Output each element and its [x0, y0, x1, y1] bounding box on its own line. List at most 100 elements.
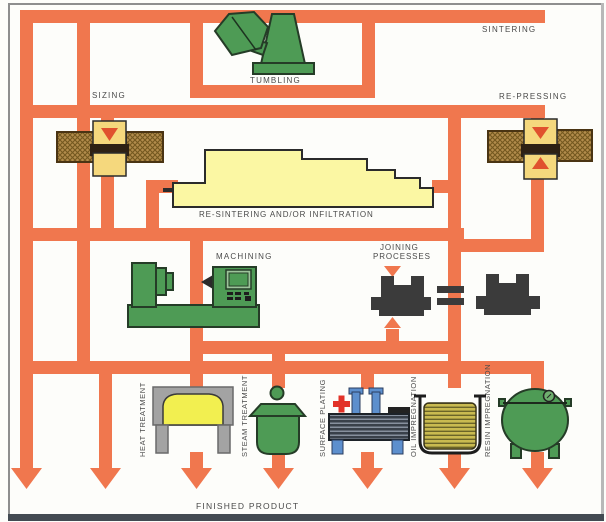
- label-re-pressing: RE-PRESSING: [499, 92, 568, 101]
- repressing-die-icon: [487, 118, 593, 180]
- flow-line-surface-arrow-shaft: [361, 452, 374, 470]
- label-sizing: SIZING: [92, 91, 126, 100]
- minus-symbol: [388, 407, 410, 414]
- tumbler-drum-seam: [231, 16, 257, 51]
- down-arrow-2: [90, 468, 121, 489]
- repressing-block-right: [554, 129, 593, 162]
- plating-tank: [328, 413, 410, 441]
- heat-furnace-leg-left: [155, 424, 169, 454]
- down-arrow-1: [11, 468, 42, 489]
- tumbler-base: [252, 62, 315, 75]
- joining-in-triangle: [384, 266, 401, 277]
- pot-body: [256, 415, 300, 455]
- sizing-block-left: [56, 131, 95, 163]
- border-right: [601, 3, 604, 517]
- joining-left-body: [381, 285, 424, 297]
- flow-line-distribution: [22, 361, 544, 374]
- plating-leg-left: [331, 439, 344, 455]
- label-finished-product: FINISHED PRODUCT: [196, 501, 300, 511]
- flow-line-repressing-jog: [448, 239, 544, 252]
- joining-right-body: [486, 283, 529, 296]
- down-arrow-steam: [263, 468, 294, 489]
- lathe-screen: [228, 272, 249, 287]
- resintering-furnace-icon: [163, 149, 434, 208]
- oil-impregnation-icon: [414, 394, 486, 455]
- joining-parts-icon: [371, 274, 540, 316]
- joining-left-ear-b: [411, 276, 424, 287]
- heat-furnace-leg-right: [217, 424, 231, 454]
- flow-line-tumbling-right: [362, 10, 375, 98]
- surface-plating-icon: [328, 387, 410, 455]
- oil-liquid: [423, 402, 477, 450]
- equals-bar-top: [437, 286, 464, 293]
- sizing-block-right: [125, 131, 164, 163]
- plating-leg-right: [391, 439, 404, 455]
- label-joining-line1: JOINING: [380, 243, 419, 252]
- oil-tank-outline: [418, 396, 482, 455]
- label-joining-line2: PROCESSES: [373, 252, 431, 261]
- joining-left-slab: [371, 297, 431, 310]
- pot-lid: [247, 403, 308, 417]
- lathe-buttons: [227, 292, 251, 301]
- sizing-die-icon: [56, 120, 164, 177]
- joining-right-ear-a: [486, 274, 499, 285]
- border-left: [8, 3, 10, 516]
- tumbler-drum: [213, 10, 270, 57]
- flow-line-machining-connector: [190, 341, 461, 354]
- flow-line-surface-stub: [361, 361, 374, 389]
- furnace-body: [172, 149, 434, 208]
- joining-right-slab: [476, 296, 540, 309]
- joining-left-foot: [379, 310, 424, 316]
- flow-line-resin-arrow-shaft: [531, 452, 544, 470]
- lathe-bed: [127, 304, 260, 328]
- flow-line-return: [22, 228, 464, 241]
- heat-treatment-icon: [152, 386, 234, 454]
- label-steam-treatment: STEAM TREATMENT: [240, 374, 249, 457]
- plus-symbol-v: [338, 395, 345, 413]
- label-oil-impregnation: OIL IMPREGNATION: [409, 376, 418, 457]
- flow-line-furnace-feed-v: [146, 180, 159, 241]
- flow-line-heat-arrow-shaft: [190, 452, 203, 470]
- resin-gauge-needle: [546, 393, 552, 399]
- furnace-tray-left: [163, 188, 177, 192]
- flow-line-arrow2-shaft: [99, 366, 112, 468]
- tumbling-machine-icon: [213, 10, 315, 75]
- down-arrow-heat: [181, 468, 212, 489]
- label-heat-treatment: HEAT TREATMENT: [138, 382, 147, 457]
- lathe-chuck-step1: [155, 267, 167, 296]
- border-bottom: [8, 514, 604, 521]
- flow-line-oil-arrow-shaft: [448, 452, 461, 470]
- pot-knob: [269, 385, 285, 401]
- flow-line-joining-vertical: [448, 105, 461, 388]
- sizing-press-triangle: [101, 128, 118, 141]
- label-machining: MACHINING: [216, 252, 273, 261]
- down-arrow-resin: [522, 468, 553, 489]
- lathe-tool-tip: [201, 275, 213, 289]
- resin-impregnation-icon: [498, 388, 572, 459]
- label-resin-impregnation: RESIN IMPREGNATION: [483, 363, 492, 457]
- lathe-headstock: [131, 262, 157, 308]
- joining-right-ear-b: [516, 274, 529, 285]
- flow-line-second-vertical: [77, 10, 90, 374]
- machining-lathe-icon: [127, 262, 260, 328]
- heat-furnace-interior: [162, 393, 224, 426]
- steam-treatment-icon: [247, 385, 308, 455]
- joining-left-ear-a: [381, 276, 394, 287]
- repressing-block-left: [487, 130, 526, 163]
- label-re-sintering: RE-SINTERING AND/OR INFILTRATION: [199, 210, 374, 219]
- page-border: [8, 3, 604, 521]
- flow-line-steam-arrow-shaft: [272, 452, 285, 470]
- resin-vessel: [501, 388, 569, 452]
- flow-line-tumbling-bottom: [190, 85, 375, 98]
- repressing-bottom-triangle: [532, 157, 549, 169]
- label-tumbling: TUMBLING: [250, 76, 301, 85]
- joining-right-foot: [484, 309, 531, 315]
- flow-line-resin-vertical: [531, 361, 544, 397]
- sizing-bottom-punch: [92, 152, 127, 177]
- border-top: [8, 3, 604, 5]
- lathe-chuck-step2: [165, 272, 174, 291]
- equals-bar-bottom: [437, 298, 464, 305]
- flow-line-tumbling-left: [190, 10, 203, 98]
- label-sintering: SINTERING: [482, 25, 537, 34]
